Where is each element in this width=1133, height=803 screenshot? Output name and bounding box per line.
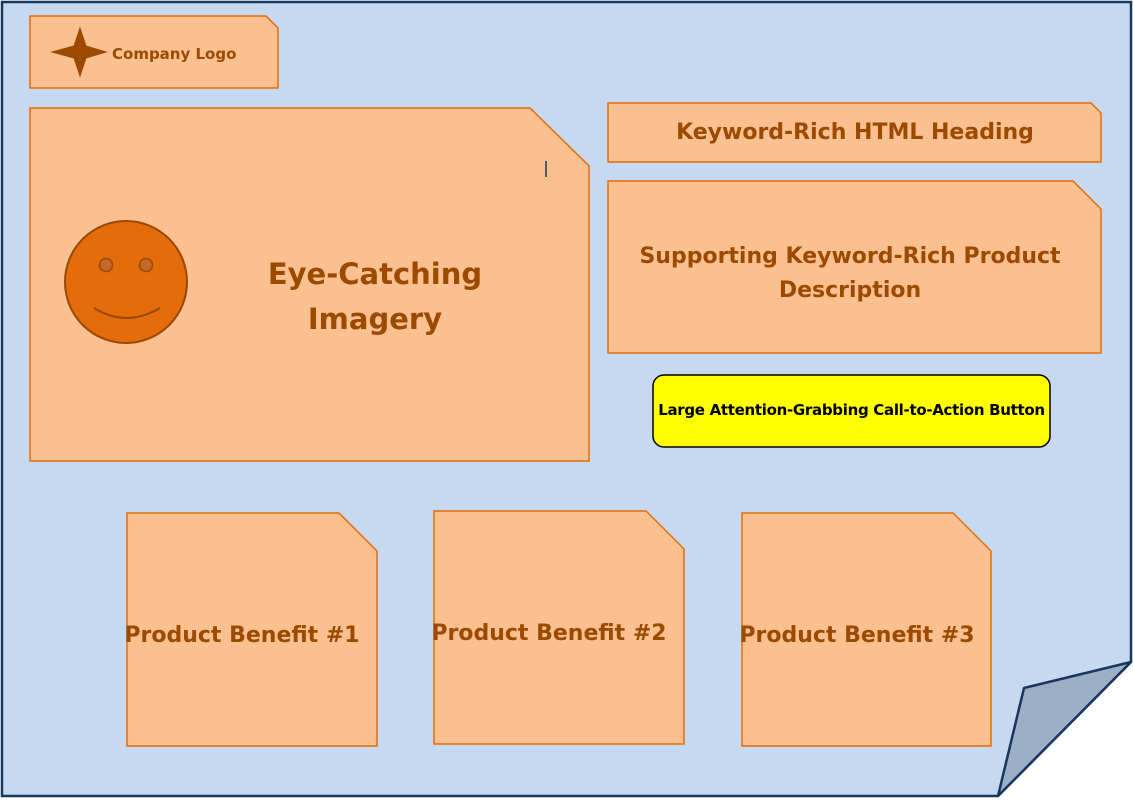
four-point-star-icon: [50, 26, 108, 78]
heading-box: [607, 102, 1102, 163]
benefit-label-1: Product Benefit #1: [124, 622, 360, 648]
cta-button[interactable]: Large Attention-Grabbing Call-to-Action …: [658, 401, 1045, 420]
logo-box: [29, 15, 279, 89]
benefit-box-1: [126, 512, 378, 747]
description-box: [607, 180, 1102, 354]
imagery-box: [29, 107, 590, 462]
imagery-label: Eye-Catching Imagery: [267, 257, 483, 336]
cta-button-shape: [652, 374, 1051, 448]
benefit-box-3: [741, 512, 992, 747]
logo-label: Company Logo: [112, 45, 237, 64]
benefit-label-2: Product Benefit #2: [431, 620, 667, 646]
smiley-face-icon: [64, 220, 188, 344]
benefit-label-3: Product Benefit #3: [739, 622, 975, 648]
page-fold-corner: [996, 660, 1133, 798]
benefit-box-2: [433, 510, 685, 745]
description-label: Supporting Keyword-Rich Product Descript…: [639, 243, 1061, 303]
heading-label: Keyword-Rich HTML Heading: [676, 119, 1034, 145]
